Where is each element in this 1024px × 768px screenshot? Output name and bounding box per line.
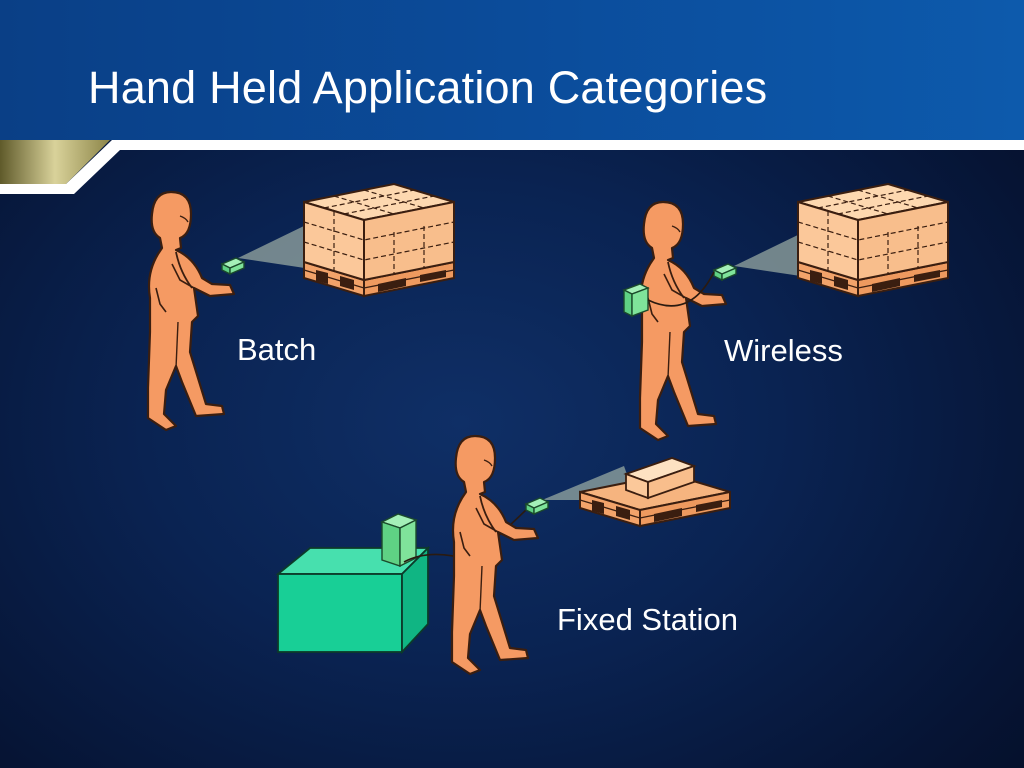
wireless-scenario [622, 184, 948, 442]
person-icon [450, 434, 540, 676]
accent-swoosh [0, 140, 110, 186]
pallet-icon [304, 184, 454, 296]
person-icon [638, 200, 728, 442]
portable-terminal-icon [622, 283, 650, 318]
fixed-station-label: Fixed Station [557, 602, 738, 637]
person-icon [146, 190, 236, 432]
pallet-icon [579, 457, 731, 527]
wireless-label: Wireless [724, 333, 843, 368]
title-bar [0, 0, 1024, 140]
pallet-icon [798, 184, 948, 296]
handheld-scanner-icon [713, 263, 737, 281]
fixed-station-scenario [275, 434, 731, 676]
slide-title: Hand Held Application Categories [88, 62, 768, 113]
header-divider [0, 140, 1024, 194]
scan-beam [734, 232, 814, 278]
scan-beam [238, 224, 318, 270]
batch-scenario [146, 184, 454, 432]
cable [647, 271, 715, 307]
handheld-scanner-icon [525, 497, 549, 515]
fixed-station-icon [275, 513, 431, 655]
batch-label: Batch [237, 332, 317, 367]
handheld-scanner-icon [221, 257, 245, 275]
